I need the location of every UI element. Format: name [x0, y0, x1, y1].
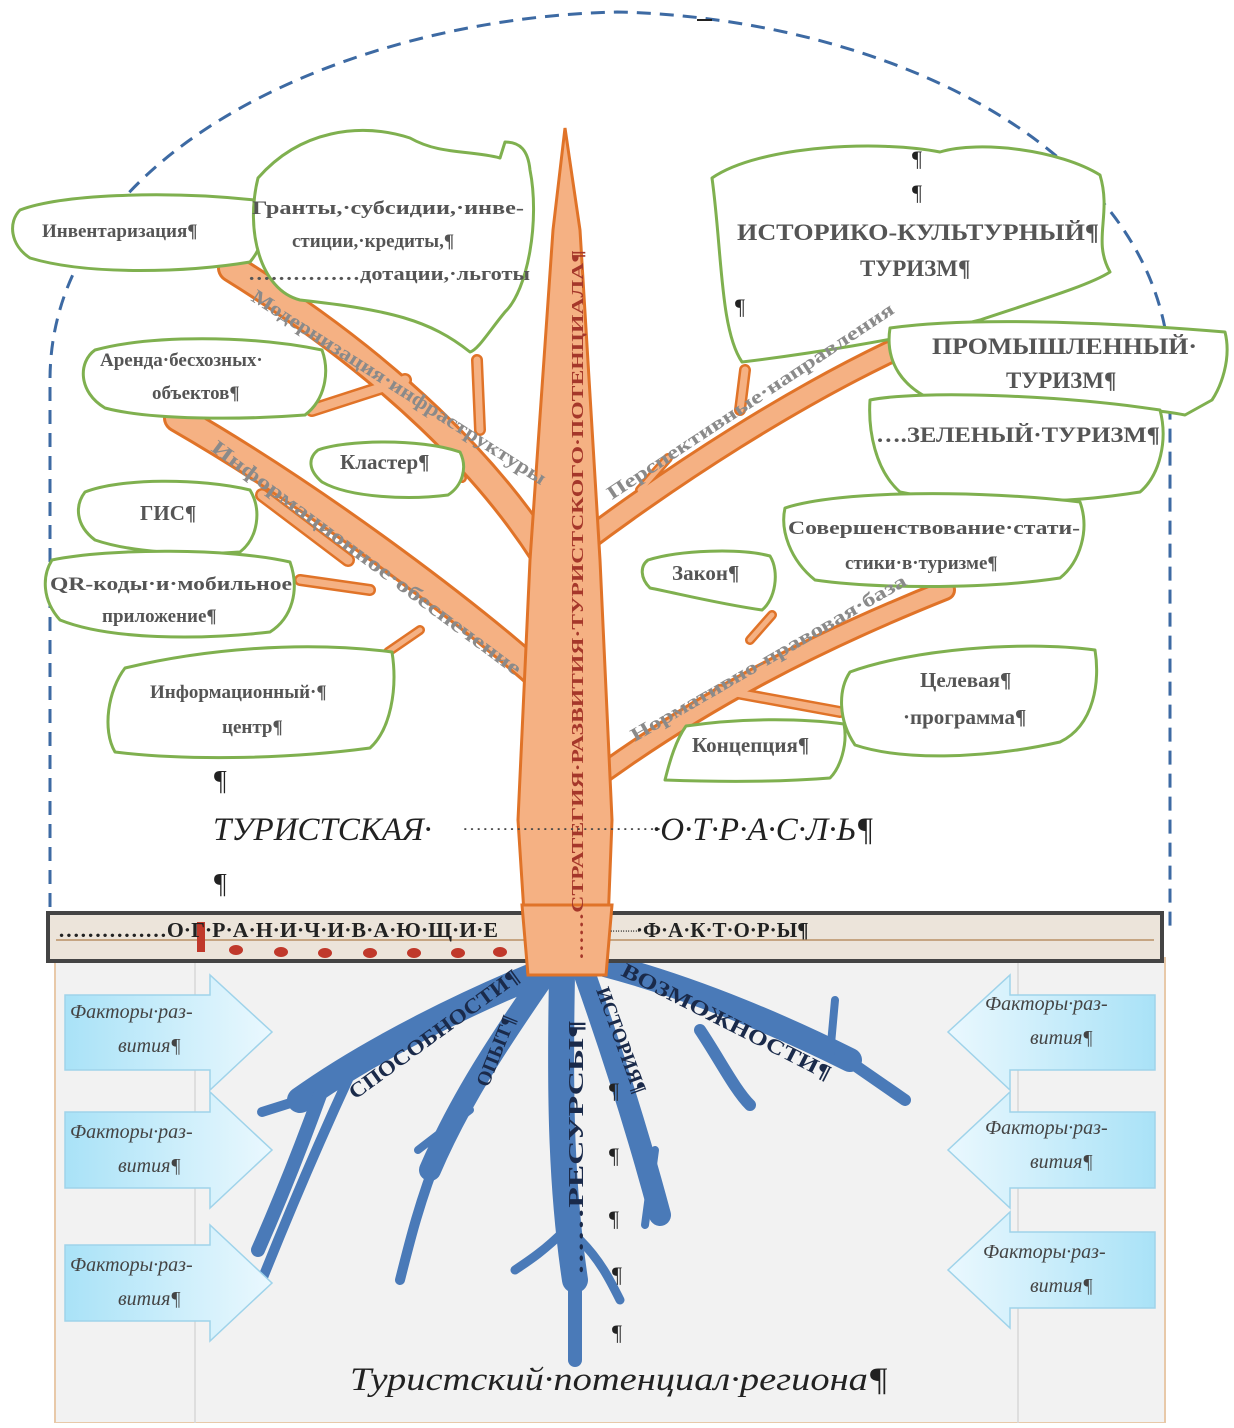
leaf-grants-line-2: стиции,·кредиты,¶	[292, 231, 454, 252]
tree-trunk	[518, 128, 612, 975]
factor-label-r2a: Факторы·раз-	[985, 1117, 1108, 1139]
trunk-base	[522, 905, 612, 975]
leaf-infocenter-line-2: центр¶	[222, 717, 283, 738]
leaf-grants-line-3: ……………дотации,·льготы	[248, 264, 530, 285]
pilcrow-9: ¶	[612, 1262, 622, 1287]
leaf-inventory-label: Инвентаризация¶	[42, 221, 198, 242]
factor-label-l2b: вития¶	[118, 1155, 181, 1177]
root-label-resources: ……РЕСУРСЫ¶	[564, 1020, 588, 1275]
industry-label-left: ТУРИСТСКАЯ·	[213, 812, 432, 848]
leaf-historical-line-2: ТУРИЗМ¶	[860, 256, 970, 281]
leaf-cluster-label: Кластер¶	[340, 450, 430, 474]
factor-label-r1a: Факторы·раз-	[985, 993, 1108, 1015]
limiting-label-right: ·Ф·А·К·Т·О·Р·Ы¶	[636, 918, 809, 942]
potential-caption: Туристский·потенциал·региона¶	[350, 1362, 888, 1398]
factor-label-l1a: Факторы·раз-	[70, 1001, 193, 1023]
leaf-qr-line-1: QR-коды·и·мобильное	[50, 574, 292, 595]
pilcrow-1: ¶	[912, 146, 922, 171]
pilcrow-10: ¶	[612, 1320, 622, 1345]
factor-label-r1b: вития¶	[1030, 1027, 1093, 1049]
pilcrow-2: ¶	[912, 180, 922, 205]
leaf-statistics-line-2: стики·в·туризме¶	[845, 553, 998, 574]
pilcrow-3: ¶	[735, 294, 745, 319]
leaf-green	[870, 395, 1163, 502]
leaf-law-label: Закон¶	[672, 561, 739, 585]
factor-label-r2b: вития¶	[1030, 1151, 1093, 1173]
leaf-rent-line-1: Аренда·бесхозных·	[100, 350, 263, 371]
industry-label-right: ·О·Т·Р·А·С·Л·Ь¶	[652, 812, 873, 848]
pilcrow-6: ¶	[609, 1078, 619, 1103]
pilcrow-4: ¶	[214, 766, 227, 797]
factor-label-l2a: Факторы·раз-	[70, 1121, 193, 1143]
factor-label-l3a: Факторы·раз-	[70, 1254, 193, 1276]
leaf-green-label: ….ЗЕЛЕНЫЙ·ТУРИЗМ¶	[876, 422, 1160, 447]
factor-label-l1b: вития¶	[118, 1035, 181, 1057]
factor-label-l3b: вития¶	[118, 1288, 181, 1310]
leaf-statistics-line-1: Совершенствование·стати-	[788, 518, 1080, 539]
leaf-target	[842, 646, 1097, 756]
leaf-grants-line-1: Гранты,·субсидии,·инве-	[252, 198, 524, 219]
leaf-target-line-2: ·программа¶	[903, 705, 1026, 729]
leaf-target-line-1: Целевая¶	[920, 668, 1011, 692]
pilcrow-7: ¶	[609, 1143, 619, 1168]
leaf-historical-line-1: ИСТОРИКО-КУЛЬТУРНЫЙ¶	[737, 220, 1099, 245]
factor-label-r3a: Факторы·раз-	[983, 1241, 1106, 1263]
leaf-industrial-line-1: ПРОМЫШЛЕННЫЙ·	[932, 334, 1197, 359]
industry-label-dots: …………………………	[462, 817, 662, 834]
pilcrow-5: ¶	[214, 869, 227, 900]
trunk-label: ……СТРАТЕГИЯ·РАЗВИТИЯ·ТУРИСТСКОГО·ПОТЕНЦИ…	[568, 250, 587, 960]
leaf-infocenter-line-1: Информационный·¶	[150, 682, 327, 703]
leaf-concept-label: Концепция¶	[692, 733, 809, 757]
leaf-gis-label: ГИС¶	[140, 501, 196, 525]
leaf-rent-line-2: объектов¶	[152, 383, 240, 404]
factor-label-r3b: вития¶	[1030, 1275, 1093, 1297]
leaf-qr-line-2: приложение¶	[102, 606, 217, 627]
limiting-label-left: ……………О·Г·Р·А·Н·И·Ч·И·В·А·Ю·Щ·И·Е	[58, 918, 498, 942]
pilcrow-8: ¶	[609, 1206, 619, 1231]
leaf-industrial-line-2: ТУРИЗМ¶	[1006, 368, 1116, 393]
